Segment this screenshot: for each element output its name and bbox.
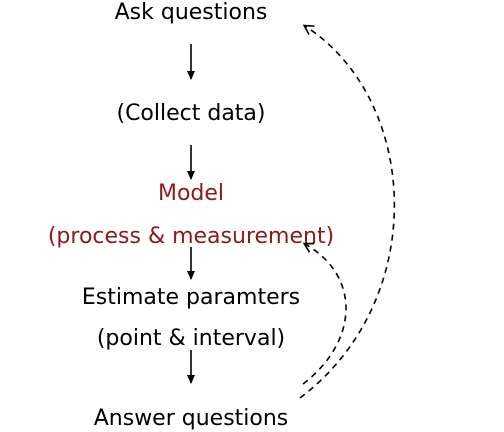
step-model: Model	[157, 181, 225, 206]
step-estimate-detail: (point & interval)	[96, 326, 286, 351]
step-model-detail: (process & measurement)	[47, 224, 335, 249]
step-ask-questions: Ask questions	[114, 0, 268, 25]
feedback-arrow-to-ask	[299, 24, 396, 399]
step-answer-questions: Answer questions	[93, 406, 289, 431]
feedback-arrow-to-model	[302, 242, 347, 385]
step-estimate-parameters: Estimate paramters	[81, 285, 301, 310]
step-collect-data: (Collect data)	[116, 101, 266, 126]
